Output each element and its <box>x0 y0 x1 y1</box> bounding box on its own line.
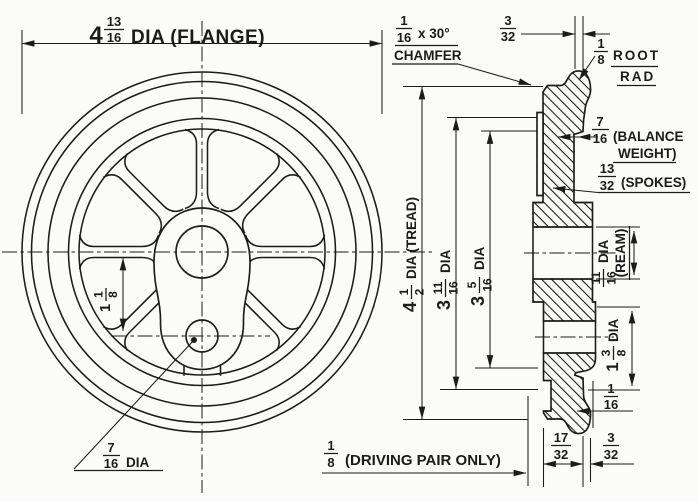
spokes-label: (SPOKES) <box>621 175 686 190</box>
projected-diameter-dimensions: 4 1 2 DIA (TREAD) 3 11 16 DIA <box>397 85 543 421</box>
root-rad-num: 1 <box>597 36 604 51</box>
ream-den: 16 <box>605 271 619 285</box>
boss-den: 8 <box>615 349 629 356</box>
face-offset-den: 16 <box>604 397 618 412</box>
section-hub-to-boss <box>532 278 597 322</box>
crank-throw-dimension: 1 1 8 <box>92 257 127 332</box>
balance-weight-plate <box>536 111 544 197</box>
driving-pair-note: 1 8 (DRIVING PAIR ONLY) <box>322 438 527 477</box>
flange-tip-dimension: 3 32 <box>500 13 610 71</box>
front-view: 4 13 16 DIA (FLANGE) 1 1 8 7 16 DIA <box>2 14 433 493</box>
chamfer-den: 16 <box>397 30 411 45</box>
spoke-circle-num: 5 <box>465 281 479 288</box>
chamfer-num: 1 <box>400 13 407 28</box>
face-offset-num: 1 <box>607 381 614 396</box>
throw-whole: 1 <box>97 304 114 312</box>
crank-pin-leader: 7 16 DIA <box>73 337 197 472</box>
ream-num: 11 <box>589 271 603 284</box>
boss-num: 3 <box>599 349 613 356</box>
rim-label: DIA <box>438 250 453 274</box>
throw-num: 1 <box>92 291 106 298</box>
tread-dia-dimension: 4 1 2 DIA (TREAD) <box>397 85 543 421</box>
crank-boss-dimension: 1 3 8 DIA <box>588 306 640 391</box>
section-rim-flange <box>532 70 594 228</box>
spoke-circle-label: DIA <box>472 247 487 271</box>
rim-dia-dimension: 3 11 16 DIA <box>431 116 540 391</box>
tread-num: 1 <box>397 288 411 295</box>
ream-note: (REAM) <box>613 229 628 278</box>
balance-den: 16 <box>593 131 607 146</box>
balance-word1: (BALANCE <box>613 129 684 144</box>
driving-pair-label: (DRIVING PAIR ONLY) <box>345 452 501 469</box>
tread-whole: 4 <box>400 302 420 312</box>
root-rad-word1: ROOT <box>613 48 660 63</box>
tread-label: DIA (TREAD) <box>404 197 419 279</box>
rim-width-den: 32 <box>554 447 568 462</box>
chamfer-word: CHAMFER <box>394 48 462 63</box>
pin-dia-den: 16 <box>104 456 118 471</box>
spoke-circle-den: 16 <box>481 278 495 292</box>
boss-whole: 1 <box>603 362 622 371</box>
driving-pair-num: 1 <box>327 438 334 453</box>
driving-pair-den: 8 <box>327 455 334 470</box>
root-rad-word2: RAD <box>620 69 655 84</box>
flange-dia-den: 16 <box>107 30 121 45</box>
balance-weight-dimension: 7 16 (BALANCE WEIGHT) <box>557 114 684 164</box>
section-boss-lower-rim <box>542 352 597 435</box>
spoke-circle-whole: 3 <box>468 296 488 306</box>
spokes-thickness-dimension: 13 32 (SPOKES) <box>552 161 690 194</box>
pin-dia-num: 7 <box>107 440 114 455</box>
root-rad-den: 8 <box>597 52 604 67</box>
rim-den: 16 <box>447 281 461 295</box>
rim-width-num: 17 <box>554 430 568 445</box>
chamfer-angle: x 30° <box>418 26 450 41</box>
flange-dia-label: DIA (FLANGE) <box>131 27 265 48</box>
balance-num: 7 <box>596 114 603 129</box>
flange-tip-num: 3 <box>504 13 511 28</box>
flange-width-den: 32 <box>604 447 618 462</box>
flange-tip-den: 32 <box>501 29 515 44</box>
root-radius-callout: 1 8 ROOT RAD <box>578 36 660 87</box>
ream-label: DIA <box>596 240 611 264</box>
chamfer-callout: 1 16 x 30° CHAMFER <box>392 13 532 86</box>
rim-num: 11 <box>431 281 445 294</box>
axle-bore-dimension: 11 16 DIA (REAM) <box>589 226 640 287</box>
pin-dia-label: DIA <box>126 455 150 470</box>
spokes-den: 32 <box>600 178 614 193</box>
rim-whole: 3 <box>434 300 454 310</box>
throw-den: 8 <box>106 291 120 298</box>
flange-dia-num: 13 <box>107 14 121 29</box>
face-offset-dimension: 1 16 <box>576 381 633 428</box>
flange-dia-whole: 4 <box>89 22 103 49</box>
width-dimensions: 17 32 3 32 <box>527 396 634 487</box>
flange-width-num: 3 <box>607 430 614 445</box>
balance-word2: WEIGHT) <box>618 146 677 161</box>
spoke-circle-dia-dimension: 3 5 16 DIA <box>465 130 543 369</box>
boss-label: DIA <box>606 319 621 343</box>
flange-dia-dimension: 4 13 16 DIA (FLANGE) <box>21 14 383 114</box>
spokes-num: 13 <box>600 161 614 176</box>
tread-den: 2 <box>413 288 427 295</box>
